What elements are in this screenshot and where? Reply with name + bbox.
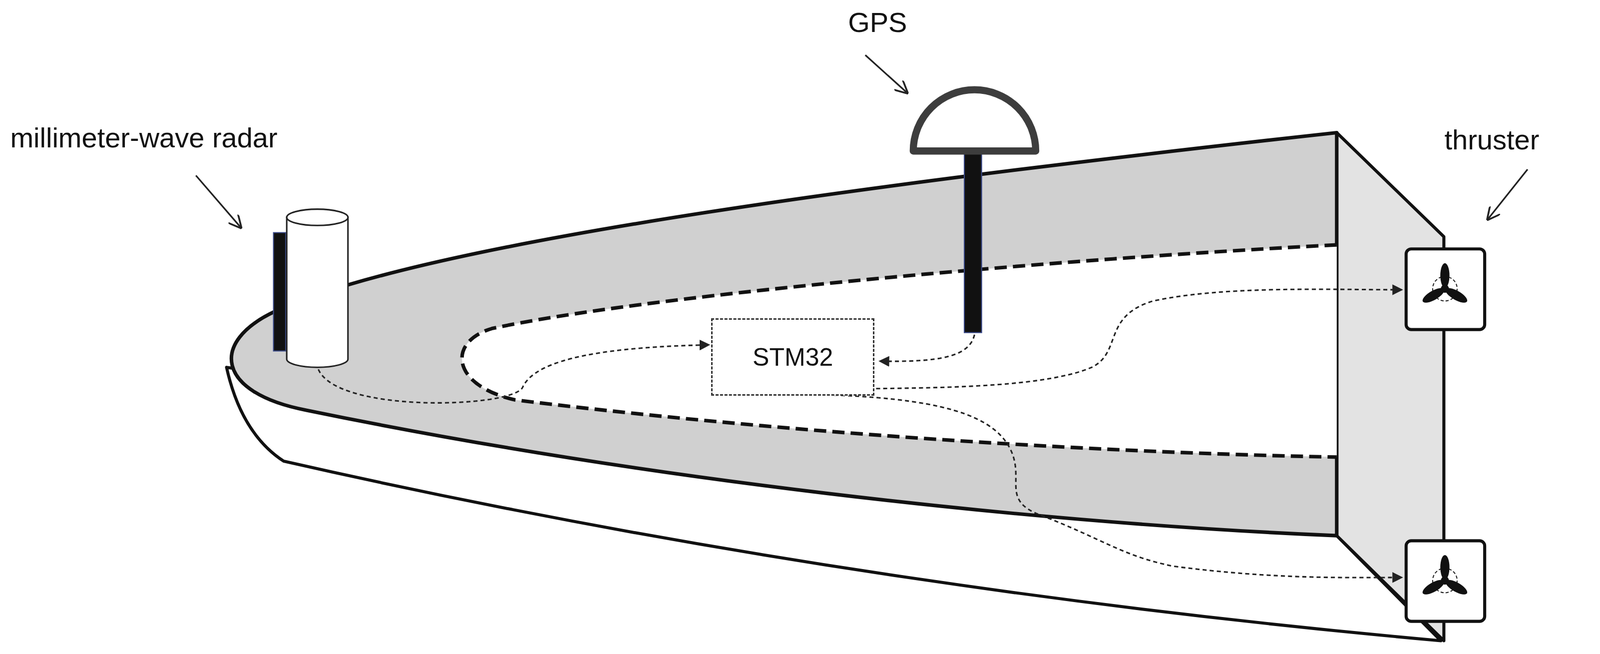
gps-dome [913,89,1036,152]
leader-line [195,175,241,228]
controller-box: STM32 [711,318,875,396]
part-label: GPS [847,6,907,38]
part-label: millimeter-wave radar [9,122,278,154]
thruster-box [1406,248,1485,330]
gps-pole [964,152,982,333]
thruster-box [1406,540,1485,621]
radar-cylinder [286,217,349,368]
cockpit-edge [461,244,1337,457]
leader-line [865,54,908,93]
deck [231,132,1337,536]
cockpit [461,244,1337,457]
signal-wire [791,393,1403,578]
part-label: thruster [1444,124,1540,156]
leader-line [1487,169,1528,220]
signal-wire [318,344,710,403]
radar-plate [273,232,287,352]
node-label: STM32 [752,342,833,372]
signal-wire [879,334,975,362]
signal-wire [791,289,1403,394]
